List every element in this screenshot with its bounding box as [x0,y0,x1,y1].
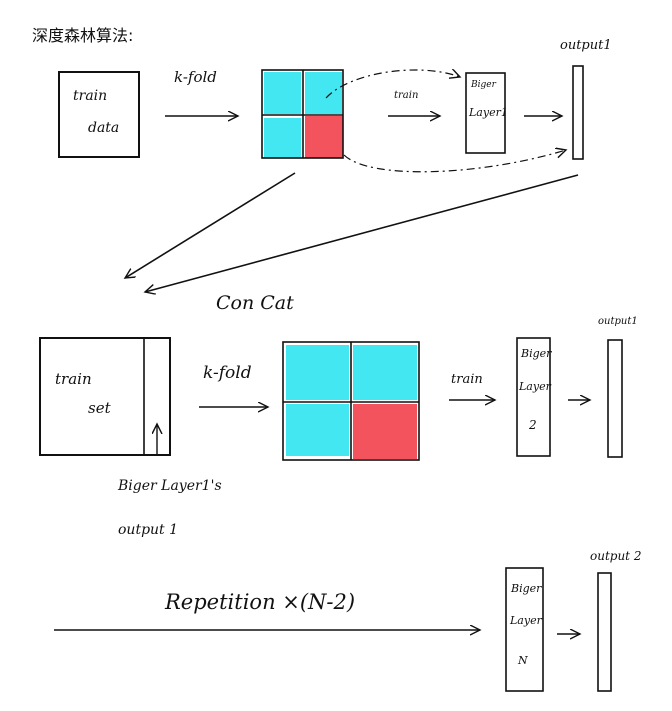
kfold-grid-2 [282,341,420,461]
train-data-box [58,71,140,158]
repetition-label: Repetition ×(N-2) [165,590,356,614]
row1-box-label-1: train [73,88,108,104]
layerN-label-2: Layer [510,614,542,627]
layer2-label-2: Layer [519,380,551,393]
layerN-label-3: N [518,654,528,667]
row2-note-line-1: Biger Layer1's [118,478,222,494]
layer1-label-1: Biger [471,80,496,90]
row1-box-label-2: data [88,120,120,136]
kfold-grid-1 [261,69,344,159]
dashdot-arrow-top [325,70,460,99]
output1-bar [572,65,584,160]
fold-cell-1d [305,116,343,158]
output1-label: output1 [560,38,612,53]
layer1-label-2: Layer1 [469,106,508,119]
layerN-box [505,567,544,692]
row2-box-label-1: train [55,370,92,388]
row2-box-label-2: set [88,399,111,417]
row2-note-line-2: output 1 [118,522,179,538]
layerN-label-1: Biger [511,582,542,595]
row1-kfold-label: k-fold [174,68,217,86]
row2-train-label: train [451,372,483,387]
diagram-title: 深度森林算法: [32,26,134,45]
fold-cell-2d [353,404,417,459]
train-set-box [39,337,171,456]
concat-label: Con Cat [216,292,294,314]
fold-cell-2a [286,345,349,400]
layer2-label-1: Biger [521,347,552,360]
grid-to-concat-arrow [125,172,296,278]
fold-cell-1c [264,118,301,158]
row1-train-label: train [394,90,419,101]
layer2-box [516,337,551,457]
fold-cell-2b [353,345,417,400]
layer2-label-3: 2 [529,418,537,432]
output-row2-label: output1 [598,316,638,327]
dashdot-arrow-bottom [343,150,566,173]
fold-cell-1b [305,72,342,114]
output2-label: output 2 [590,549,642,563]
output2-bar [597,572,612,692]
row2-kfold-label: k-fold [203,363,252,383]
fold-cell-1a [264,72,301,114]
layer1-box [465,72,506,154]
output-to-concat-arrow [145,174,579,292]
fold-cell-2c [286,404,349,456]
output-row2-bar [607,339,623,458]
